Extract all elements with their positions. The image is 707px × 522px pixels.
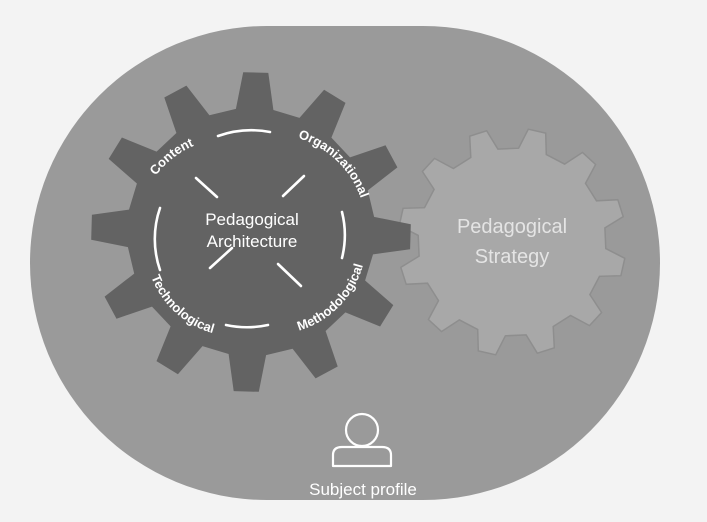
ring-arc-left <box>153 206 162 272</box>
spoke-top-right <box>281 174 306 198</box>
strategy-title-line1: Pedagogical <box>457 216 567 238</box>
pedagogical-strategy-gear: Pedagogical Strategy <box>398 128 626 356</box>
ring-arc-top <box>216 129 272 138</box>
spoke-bottom-left <box>208 246 234 270</box>
ring-arc-bottom <box>224 323 270 329</box>
person-icon <box>331 412 393 468</box>
spoke-bottom-right <box>276 262 303 288</box>
architecture-title-line1: Pedagogical <box>205 210 299 229</box>
architecture-gear-shape <box>91 72 411 392</box>
strategy-title-line2: Strategy <box>475 246 549 268</box>
subject-profile-label: Subject profile <box>309 480 417 499</box>
spoke-top-left <box>194 176 219 199</box>
strategy-gear-shape <box>398 128 626 356</box>
ring-arc-right <box>340 210 347 260</box>
architecture-title-line2: Architecture <box>207 232 298 251</box>
